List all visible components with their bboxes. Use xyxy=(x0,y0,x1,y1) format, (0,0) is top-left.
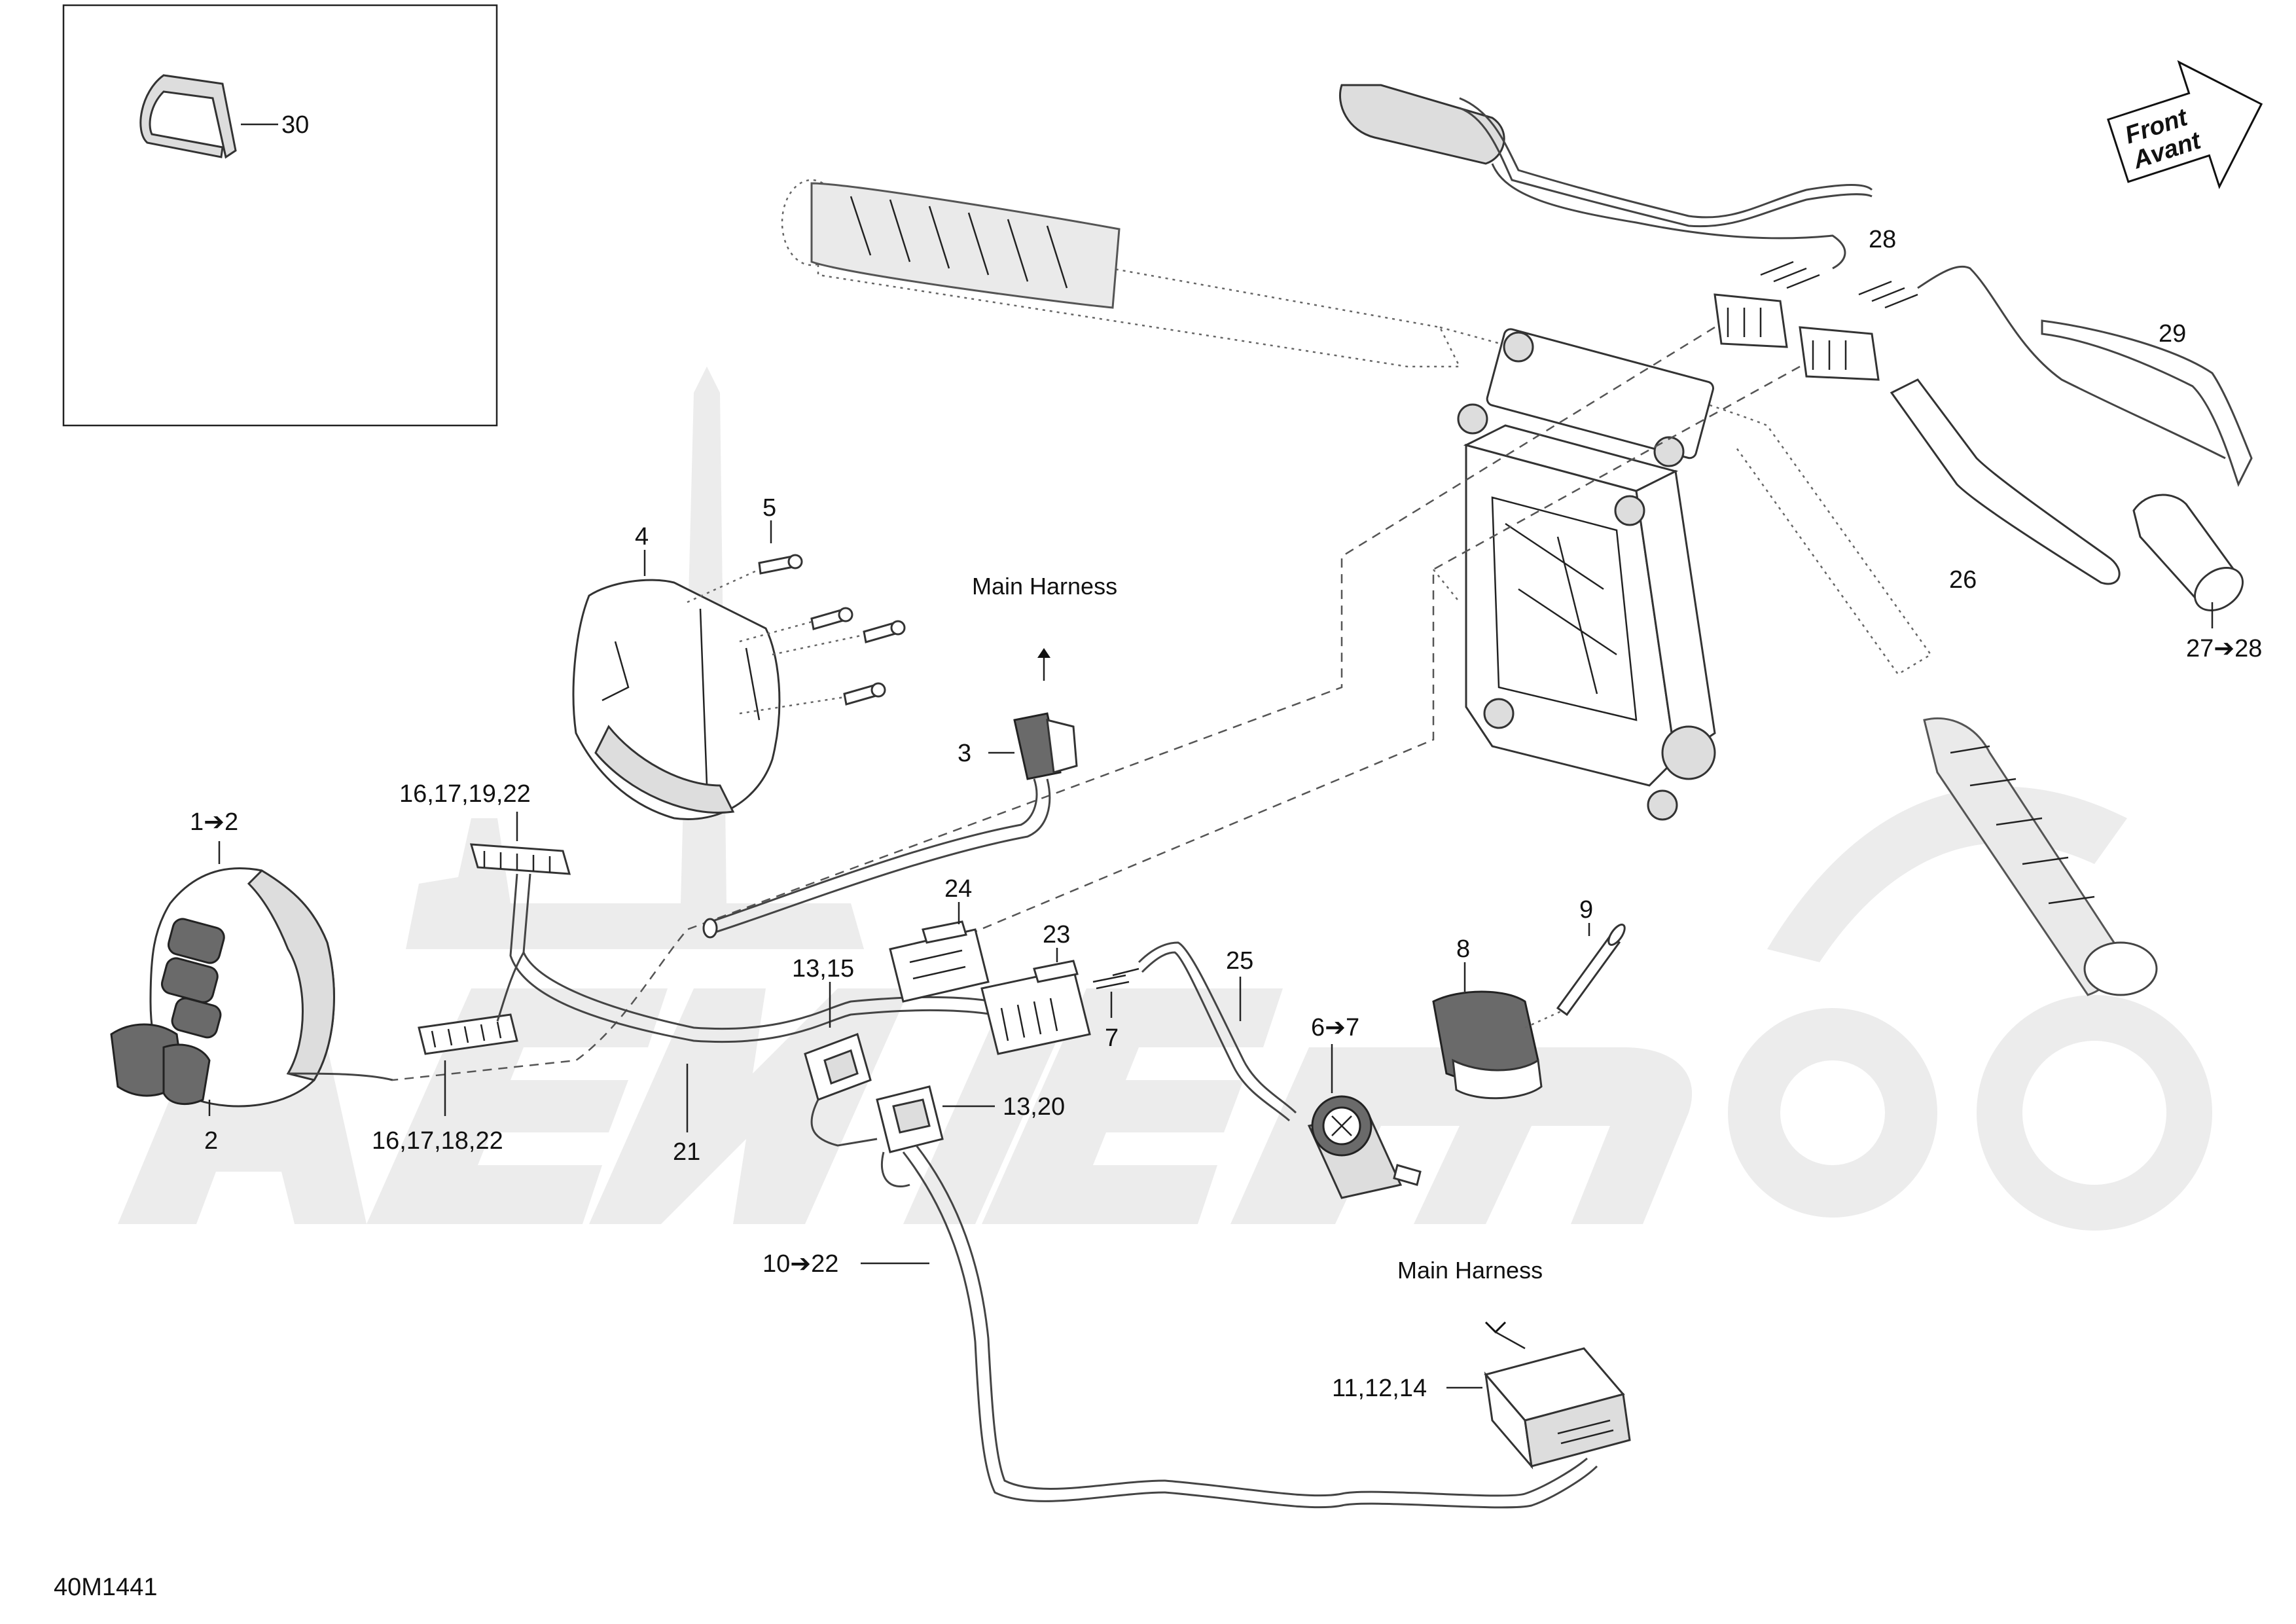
handlebar xyxy=(781,179,2158,996)
callout-5: 5 xyxy=(762,494,776,522)
part-6-switch xyxy=(1307,1095,1422,1199)
caption-main-harness-bottom: Main Harness xyxy=(1397,1257,1543,1284)
part-13-15-connector xyxy=(804,1033,878,1147)
part-1-switch-housing xyxy=(110,867,393,1108)
throttle-lever-cable xyxy=(1338,84,1873,270)
part-9-pin xyxy=(1524,924,1626,1029)
callout-1-2: 1➔2 xyxy=(190,808,238,836)
part-30-trim xyxy=(139,74,237,159)
part-7-terminals xyxy=(1092,967,1139,990)
front-direction-arrow: Front Avant xyxy=(2107,60,2263,190)
caption-main-harness-top: Main Harness xyxy=(972,573,1117,600)
callout-6-7: 6➔7 xyxy=(1311,1014,1359,1041)
part-10-22-harness xyxy=(902,1145,1598,1509)
connector-16-17-19-22 xyxy=(469,843,571,875)
callout-29: 29 xyxy=(2159,320,2186,348)
callout-3: 3 xyxy=(958,740,971,767)
connector-16-17-18-22 xyxy=(418,1013,518,1055)
part-21-harness xyxy=(496,873,1022,1043)
callout-25: 25 xyxy=(1226,947,1253,975)
callout-23: 23 xyxy=(1043,921,1070,948)
handlebar-connectors-28 xyxy=(1713,261,2226,460)
part-27-grip-sleeve xyxy=(2132,494,2244,611)
callout-13-15: 13,15 xyxy=(792,955,854,983)
part-24-connector xyxy=(889,920,990,1003)
callout-27-28: 27➔28 xyxy=(2186,635,2262,662)
part-23-connector xyxy=(980,960,1091,1055)
left-grip xyxy=(810,182,1121,309)
part-5-screws xyxy=(687,554,906,715)
part-8-boot xyxy=(1432,990,1543,1100)
callout-16-17-19-22: 16,17,19,22 xyxy=(399,780,531,808)
callout-24: 24 xyxy=(944,875,972,903)
callout-11-12-14: 11,12,14 xyxy=(1332,1375,1427,1402)
callout-16-17-18-22: 16,17,18,22 xyxy=(372,1127,503,1155)
part-26-heater-strip xyxy=(1890,378,2121,585)
right-grip xyxy=(1923,717,2158,996)
steering-riser xyxy=(1457,328,1716,821)
callout-13-20: 13,20 xyxy=(1003,1093,1065,1121)
part-29-cable xyxy=(2041,319,2253,487)
callout-9: 9 xyxy=(1579,896,1593,924)
callout-21: 21 xyxy=(673,1138,700,1166)
part-11-12-14-connector xyxy=(1484,1347,1631,1470)
callout-28: 28 xyxy=(1869,226,1896,253)
drawing-code: 40M1441 xyxy=(54,1574,157,1601)
callout-4: 4 xyxy=(635,523,649,550)
part-3-connector xyxy=(702,712,1078,939)
part-25-harness xyxy=(1138,941,1297,1122)
callout-10-22: 10➔22 xyxy=(762,1250,838,1278)
inset-box: 30 xyxy=(62,4,498,427)
guide-lines xyxy=(392,326,1801,1081)
part-4-cover xyxy=(572,579,781,820)
callout-7: 7 xyxy=(1105,1024,1119,1052)
callout-30: 30 xyxy=(281,111,309,139)
callout-2: 2 xyxy=(204,1127,218,1155)
callout-8: 8 xyxy=(1456,935,1470,963)
part-13-20-connector xyxy=(876,1085,944,1188)
callout-26: 26 xyxy=(1949,566,1977,594)
